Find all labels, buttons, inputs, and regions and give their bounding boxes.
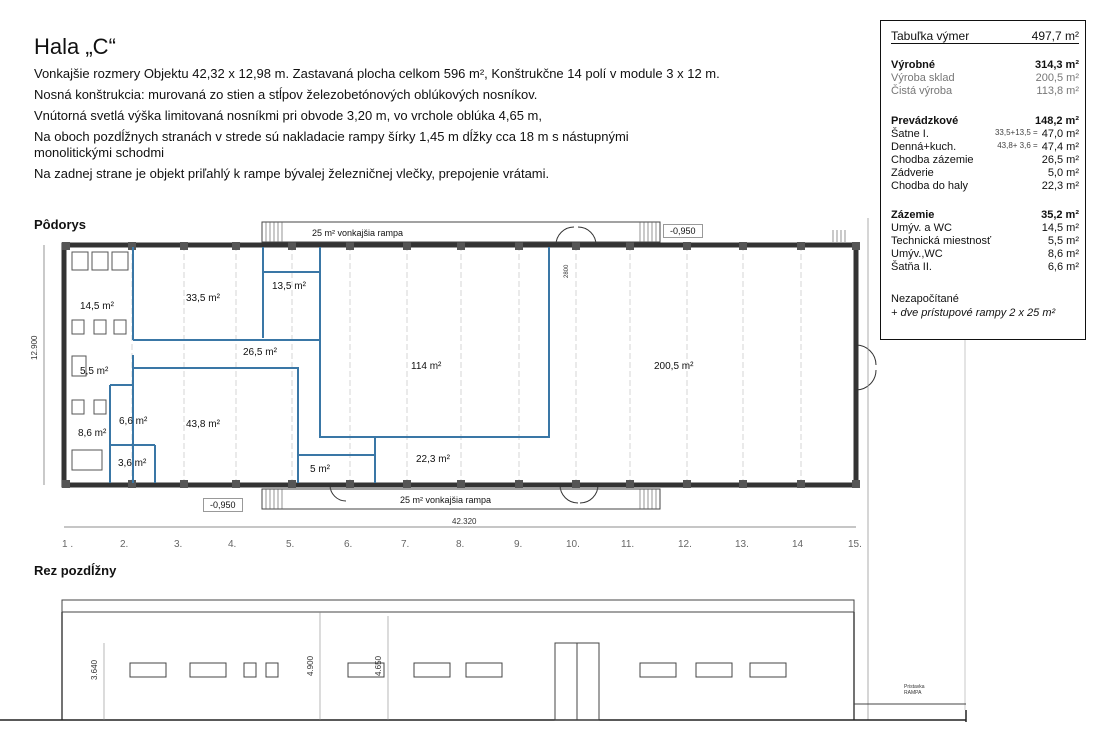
room-label-8-6: 8,6 m² <box>78 428 107 439</box>
section-heading: Rez pozdĺžny <box>34 563 117 578</box>
axis-11: 11. <box>621 539 635 550</box>
description-line-5: monolitickými schodmi <box>34 145 165 160</box>
top-ramp-label: 25 m² vonkajšia rampa <box>312 228 404 238</box>
area-table-total: 497,7 m² <box>1031 29 1079 43</box>
description-line-6: Na zadnej strane je objekt priľahlý k ra… <box>34 166 550 181</box>
room-label-33-5: 33,5 m² <box>186 293 220 304</box>
axis-1: 1 . <box>62 539 74 550</box>
description-line-3: Vnútorná svetlá výška limitovaná nosníkm… <box>34 108 542 123</box>
axis-7: 7. <box>401 539 410 550</box>
axis-5: 5. <box>286 539 295 550</box>
room-label-26-5: 26,5 m² <box>243 347 277 358</box>
axis-8: 8. <box>456 539 465 550</box>
section-windows <box>129 642 787 721</box>
section-ramp-label-1: Pristavka <box>904 684 925 690</box>
section-roof <box>61 599 855 613</box>
room-label-5-5: 5,5 m² <box>80 366 109 377</box>
description-line-4: Na oboch pozdĺžnych stranách v strede sú… <box>34 129 629 144</box>
section-dim-c: 4.650 <box>374 655 383 676</box>
small-dimension: 2800 <box>564 264 570 278</box>
bottom-ramp-outline <box>261 488 661 510</box>
axis-14: 14 <box>792 539 804 550</box>
axis-3: 3. <box>174 539 183 550</box>
exterior-doors <box>329 226 877 504</box>
room-label-3-6: 3,6 m² <box>118 458 147 469</box>
description-line-2: Nosná konštrukcia: murovaná zo stien a s… <box>34 87 538 102</box>
table-note-ramps: + dve prístupové rampy 2 x 25 m² <box>891 307 1056 319</box>
room-label-43-8: 43,8 m² <box>186 419 220 430</box>
section-ramp-label-2: RAMPA <box>904 690 922 696</box>
section-dim-b: 4.900 <box>306 655 315 676</box>
area-table-header: Tabuľka výmer 497,7 m² <box>891 29 1079 44</box>
sanitary-fixtures <box>71 251 129 471</box>
width-dimension: 42.320 <box>452 517 477 526</box>
room-label-13-5: 13,5 m² <box>272 281 306 292</box>
axis-6: 6. <box>344 539 353 550</box>
description-line-1: Vonkajšie rozmery Objektu 42,32 x 12,98 … <box>34 66 720 81</box>
area-table-title: Tabuľka výmer <box>891 29 970 43</box>
table-row: Šatňa II.6,6 m² <box>891 261 1079 273</box>
section-dimension-lines <box>103 612 389 720</box>
bottom-ramp-label: 25 m² vonkajšia rampa <box>400 495 492 505</box>
axis-15: 15. <box>848 539 862 550</box>
room-label-22-3: 22,3 m² <box>416 454 450 465</box>
axis-10: 10. <box>566 539 580 550</box>
table-row: Denná+kuch.43,8+ 3,6 =47,4 m² <box>891 141 1079 153</box>
table-note-heading: Nezapočítané <box>891 293 959 305</box>
interior-partitions <box>109 247 550 483</box>
room-label-114: 114 m² <box>411 361 442 372</box>
room-label-6-6: 6,6 m² <box>119 416 148 427</box>
room-label-5: 5 m² <box>310 464 330 475</box>
bottom-level-mark: -0,950 <box>203 498 243 512</box>
room-label-200-5: 200,5 m² <box>654 361 694 372</box>
section-dim-a: 3.640 <box>90 659 99 680</box>
plan-heading: Pôdorys <box>34 217 87 232</box>
axis-12: 12. <box>678 539 692 550</box>
height-dimension: 12.900 <box>30 335 39 360</box>
axis-13: 13. <box>735 539 749 550</box>
axis-2: 2. <box>120 539 129 550</box>
top-ramp-outline <box>261 221 661 243</box>
structural-gridlines <box>131 245 802 485</box>
table-row: Šatne I.33,5+13,5 =47,0 m² <box>891 128 1079 140</box>
room-label-14-5: 14,5 m² <box>80 301 114 312</box>
top-level-mark: -0,950 <box>663 224 703 238</box>
axis-4: 4. <box>228 539 237 550</box>
outer-wall <box>61 242 859 488</box>
drawing-title: Hala „C“ <box>34 34 116 59</box>
columns <box>62 242 860 488</box>
ramp-steps <box>265 222 846 509</box>
axis-9: 9. <box>514 539 523 550</box>
